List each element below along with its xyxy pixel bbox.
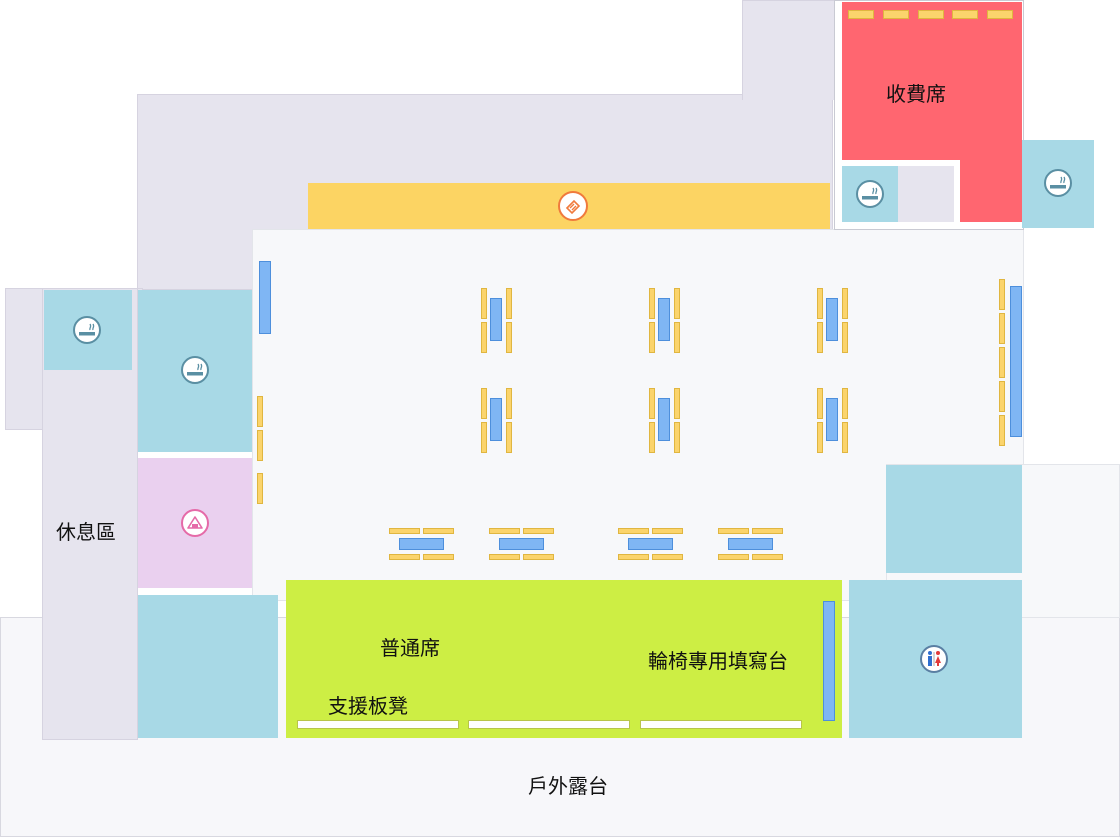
bench-seat: [999, 313, 1005, 344]
support-bench-label: 支援板凳: [328, 694, 408, 718]
paid-seat-marker: [883, 10, 909, 19]
upper-walkway-extension: [742, 0, 838, 100]
bench-seat: [257, 473, 263, 504]
smoking-icon[interactable]: [1044, 169, 1072, 197]
paid-seats-area[interactable]: [842, 2, 1022, 160]
general-seats-area[interactable]: [286, 580, 842, 738]
bench-seat: [257, 396, 263, 427]
support-bench[interactable]: [640, 720, 802, 729]
smoking-icon[interactable]: [856, 180, 884, 208]
support-bench[interactable]: [297, 720, 459, 729]
storage-room-east: [886, 465, 1022, 573]
bench-seat: [999, 415, 1005, 446]
counter: [259, 261, 271, 334]
counter: [1010, 286, 1022, 437]
paid-seat-marker: [987, 10, 1013, 19]
paid-seats-area-lower: [960, 158, 1022, 222]
paid-seat-marker: [952, 10, 978, 19]
paid-seats-side-room: [898, 166, 954, 222]
onigiri-icon[interactable]: [181, 509, 209, 537]
storage-room-southwest: [138, 595, 278, 738]
bench-seat: [257, 430, 263, 461]
general-seats-label: 普通席: [380, 636, 440, 660]
smoking-icon[interactable]: [73, 316, 101, 344]
smoking-icon[interactable]: [181, 356, 209, 384]
restroom-icon[interactable]: [920, 645, 948, 673]
bench-seat: [999, 347, 1005, 378]
support-bench[interactable]: [468, 720, 630, 729]
paid-seat-marker: [848, 10, 874, 19]
wheelchair-desk[interactable]: [823, 601, 835, 721]
outdoor-terrace-label: 戶外露台: [528, 774, 608, 798]
ticket-icon[interactable]: [558, 191, 588, 221]
rest-area-label: 休息區: [56, 520, 116, 544]
bench-seat: [999, 381, 1005, 412]
paid-seats-label: 收費席: [886, 82, 946, 106]
paid-seat-marker: [918, 10, 944, 19]
bench-seat: [999, 279, 1005, 310]
wheelchair-desk-label: 輪椅專用填寫台: [648, 649, 788, 673]
